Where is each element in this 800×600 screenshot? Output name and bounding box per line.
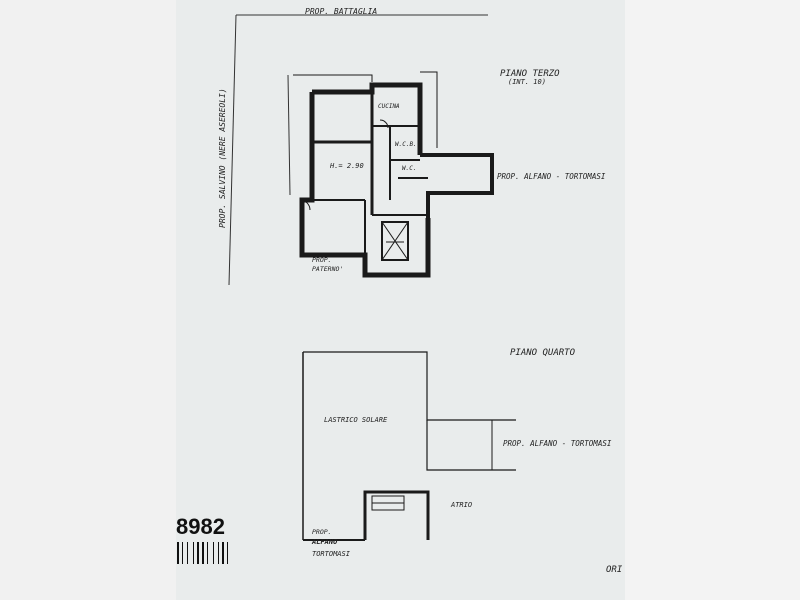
barcode-bar — [177, 542, 179, 564]
atrio-label: ATRIO — [450, 501, 472, 509]
background-right — [625, 0, 800, 600]
barcode-bar — [207, 542, 208, 564]
corner-text: ORI — [606, 565, 623, 575]
barcode-bar — [193, 542, 194, 564]
room-kitchen-label: CUCINA — [378, 103, 400, 110]
barcode-bar — [227, 542, 228, 564]
room-height-label: H.= 2.90 — [329, 162, 364, 170]
barcode-bar — [187, 542, 188, 564]
prop-left-label: PROP. SALVINO (NERE ASEREOLI) — [218, 88, 227, 228]
property-boundaries — [228, 14, 488, 286]
prop-bottom-label-2b: ALFANO — [311, 538, 337, 546]
lastrico-label: LASTRICO SOLARE — [324, 416, 388, 424]
title-third-floor: PIANO TERZO — [500, 69, 560, 79]
room-wc-label: W.C. — [402, 165, 416, 172]
background-left — [0, 0, 176, 600]
subtitle-third-floor: (INT. 10) — [508, 78, 546, 86]
barcode-bar — [222, 542, 224, 564]
prop-bottom-label-2a: PROP. — [312, 528, 332, 536]
fourth-floor-plan — [302, 351, 516, 541]
paper-sheet — [176, 0, 625, 600]
barcode — [177, 542, 228, 564]
prop-right-label-2: PROP. ALFANO - TORTOMASI — [503, 439, 612, 448]
title-fourth-floor: PIANO QUARTO — [510, 348, 576, 358]
barcode-bar — [202, 542, 204, 564]
document-number: 8982 — [176, 514, 225, 539]
prop-right-label-1: PROP. ALFANO - TORTOMASI — [497, 172, 606, 181]
barcode-bar — [182, 542, 183, 564]
barcode-bar — [197, 542, 199, 564]
room-wcb-label: W.C.B. — [395, 141, 417, 148]
prop-bottom-label-2c: TORTOMASI — [312, 550, 351, 558]
prop-bottom-label-1a: PROP. — [312, 256, 332, 264]
prop-top-label: PROP. BATTAGLIA — [305, 7, 377, 16]
barcode-bar — [213, 542, 214, 564]
barcode-bar — [218, 542, 219, 564]
prop-bottom-label-1b: PATERNO' — [312, 265, 343, 273]
third-floor-plan — [293, 71, 494, 278]
